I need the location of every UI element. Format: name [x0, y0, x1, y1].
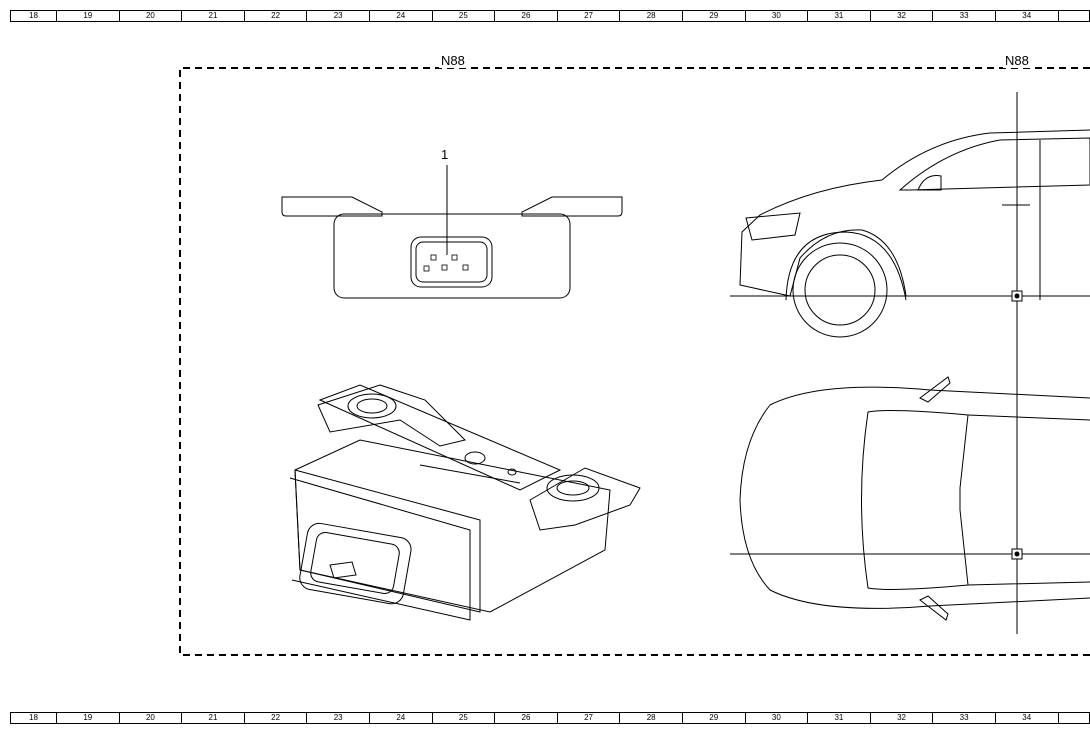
mounting-hole-top-inner [356, 398, 388, 414]
ruler-cell: 30 [744, 713, 808, 723]
ruler-cell: 24 [368, 713, 432, 723]
vehicle-mirror-top [919, 376, 951, 403]
mounting-hole-right [546, 474, 600, 502]
control-unit-isometric-view [289, 384, 641, 621]
housing-rib [419, 464, 521, 484]
ruler-cell: 25 [431, 713, 495, 723]
ruler-cell: 27 [556, 713, 620, 723]
ruler-cell: 33 [932, 713, 995, 723]
vehicle-headlight [745, 212, 801, 241]
component-boundary-dashed [179, 67, 1090, 656]
vehicle-side-mirror [917, 175, 942, 191]
ruler-cell: 25 [431, 11, 495, 21]
connector-pins [423, 254, 469, 272]
ruler-cell: 26 [494, 713, 557, 723]
install-location-dot-side [1014, 293, 1020, 299]
housing-front-rim [289, 477, 471, 621]
ruler-cell: 22 [243, 713, 307, 723]
ruler-cell: 29 [681, 713, 745, 723]
vehicle-wheel-arch [785, 231, 907, 301]
vehicle-side-view [730, 129, 1090, 338]
component-label-n88-vehicle: N88 [1003, 53, 1031, 68]
ruler-cell: 20 [118, 713, 182, 723]
mounting-bracket-left [281, 196, 383, 217]
component-label-n88: N88 [439, 53, 467, 68]
ruler-cell: 26 [494, 11, 557, 21]
ruler-cell: 32 [869, 11, 933, 21]
ruler-fill [1057, 713, 1090, 723]
ruler-cell: 30 [744, 11, 808, 21]
ruler-cell: 31 [807, 11, 870, 21]
ruler-cell: 33 [932, 11, 995, 21]
iso-connector-latch [329, 561, 357, 579]
vehicle-front-wheel [792, 242, 888, 338]
ruler-cell: 31 [807, 713, 870, 723]
vehicle-side-body [739, 129, 1090, 297]
vehicle-side-window [898, 137, 1090, 191]
mounting-hole-top [347, 393, 397, 419]
connector-socket-inner [415, 241, 488, 283]
ruler-cell: 19 [56, 713, 119, 723]
control-unit-housing [333, 213, 571, 299]
ruler-cell: 28 [619, 11, 682, 21]
ruler-cell: 22 [243, 11, 307, 21]
housing-dimple-small [507, 468, 517, 476]
vehicle-top-roof [967, 414, 1090, 586]
housing-dimple [464, 451, 486, 465]
ruler-cell: 20 [118, 11, 182, 21]
housing-front-face [294, 469, 481, 613]
vehicle-front-rim [804, 254, 876, 326]
ruler-cell: 34 [994, 713, 1058, 723]
ruler-cell: 24 [368, 11, 432, 21]
ruler-cell: 21 [181, 713, 244, 723]
housing-top [318, 384, 562, 491]
iso-connector-inner [310, 532, 400, 594]
install-location-dot-top [1014, 551, 1020, 557]
ruler-cell: 29 [681, 11, 745, 21]
mounting-bracket-right [521, 196, 623, 217]
vehicle-mirror-bottom [919, 595, 949, 621]
mounting-ear-right [529, 467, 641, 531]
iso-connector-outer [299, 522, 412, 605]
connector-socket-outer [410, 236, 493, 288]
ruler-cell: 28 [619, 713, 682, 723]
ruler-cell: 21 [181, 11, 244, 21]
vehicle-top-view [730, 376, 1090, 621]
mounting-hole-right-inner [556, 480, 590, 496]
ruler-cell: 27 [556, 11, 620, 21]
ruler-cell: 18 [29, 11, 38, 20]
ruler-cell: 18 [29, 713, 38, 722]
ruler-cell: 32 [869, 713, 933, 723]
callout-number: 1 [441, 147, 449, 162]
control-unit-front-view [281, 165, 623, 299]
ruler-cell: 19 [56, 11, 119, 21]
top-grid-ruler: 18 19 20 21 22 23 24 25 26 27 28 29 30 3… [10, 10, 1090, 22]
ruler-cell: 23 [306, 713, 369, 723]
bottom-grid-ruler: 18 19 20 21 22 23 24 25 26 27 28 29 30 3… [10, 712, 1090, 724]
mounting-ear-top [317, 384, 466, 447]
vehicle-top-windshield [861, 410, 969, 590]
ruler-fill [1057, 11, 1090, 21]
ruler-cell: 34 [994, 11, 1058, 21]
vehicle-top-body [739, 386, 1090, 609]
ruler-cell: 23 [306, 11, 369, 21]
